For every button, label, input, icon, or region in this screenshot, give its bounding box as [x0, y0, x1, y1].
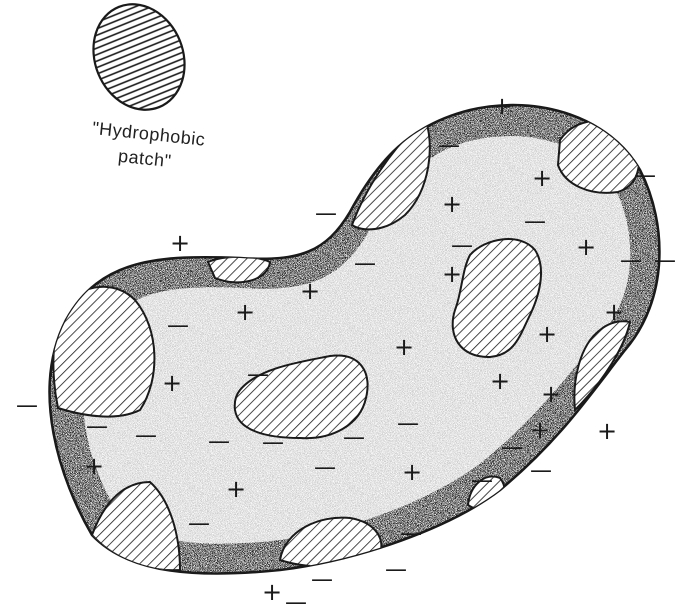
legend-label-line2: patch" [117, 146, 172, 171]
positive-charge: + [226, 475, 246, 503]
negative-charge: — [501, 436, 523, 461]
negative-charge: — [471, 469, 493, 494]
negative-charge: — [311, 568, 333, 593]
negative-charge: — [524, 210, 546, 235]
positive-charge: + [576, 233, 596, 261]
positive-charge: + [530, 416, 550, 444]
hydrophobic-patch [53, 287, 154, 417]
negative-charge: — [634, 164, 656, 189]
negative-charge: — [247, 363, 269, 388]
negative-charge: — [530, 459, 552, 484]
negative-charge: — [167, 314, 189, 339]
negative-charge: — [262, 431, 284, 456]
negative-charge: — [400, 522, 422, 547]
positive-charge: + [262, 578, 282, 606]
positive-charge: + [84, 452, 104, 480]
positive-charge: + [235, 298, 255, 326]
negative-charge: — [654, 249, 675, 274]
legend-hydrophobic-patch-swatch [78, 0, 200, 124]
positive-charge: + [490, 367, 510, 395]
positive-charge: + [394, 333, 414, 361]
negative-charge: — [315, 202, 337, 227]
positive-charge: + [597, 417, 617, 445]
negative-charge: — [620, 249, 642, 274]
hydrophobic-patch [558, 121, 639, 193]
positive-charge: + [170, 229, 190, 257]
negative-charge: — [451, 234, 473, 259]
positive-charge: + [604, 298, 624, 326]
negative-charge: — [16, 394, 38, 419]
legend-label-line1: "Hydrophobic [91, 118, 206, 150]
positive-charge: + [442, 190, 462, 218]
positive-charge: + [402, 458, 422, 486]
positive-charge: + [541, 380, 561, 408]
positive-charge: + [300, 277, 320, 305]
negative-charge: — [208, 430, 230, 455]
negative-charge: — [343, 426, 365, 451]
positive-charge: + [162, 369, 182, 397]
negative-charge: — [385, 558, 407, 583]
negative-charge: — [397, 412, 419, 437]
negative-charge: — [438, 134, 460, 159]
positive-charge: + [532, 164, 552, 192]
negative-charge: — [86, 415, 108, 440]
positive-charge: + [537, 320, 557, 348]
negative-charge: — [285, 591, 307, 612]
positive-charge: + [442, 260, 462, 288]
positive-charge: + [492, 92, 512, 120]
negative-charge: — [354, 252, 376, 277]
negative-charge: — [314, 456, 336, 481]
negative-charge: — [188, 512, 210, 537]
negative-charge: — [135, 424, 157, 449]
